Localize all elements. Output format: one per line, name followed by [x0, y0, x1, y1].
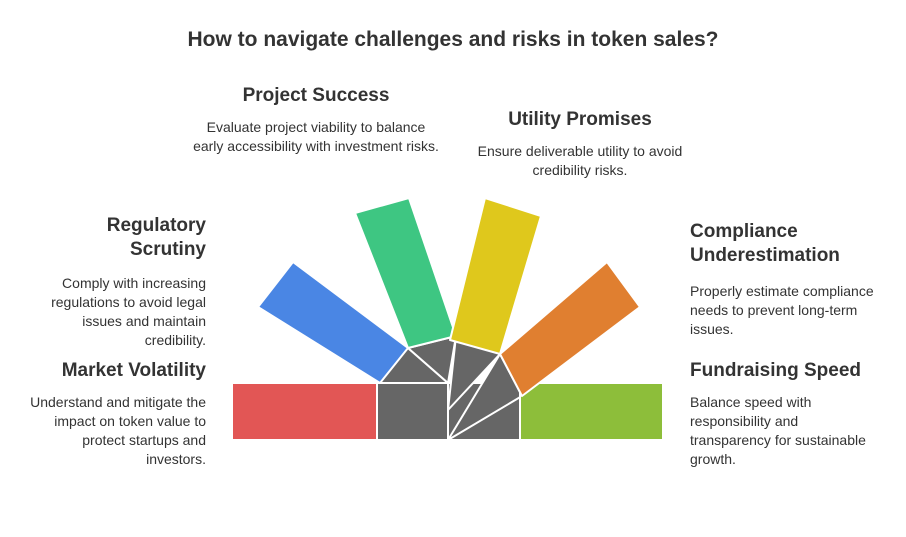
compliance-underestimation-description: Properly estimate compliance needs to pr… — [690, 283, 874, 337]
utility-promises-description: Ensure deliverable utility to avoid cred… — [477, 143, 683, 178]
blade-compliance-underestimation — [499, 261, 641, 397]
fundraising-speed-heading: Fundraising Speed — [690, 360, 862, 381]
utility-promises-heading: Utility Promises — [508, 109, 652, 130]
blade-fundraising-speed — [519, 382, 664, 441]
market-volatility-block: Market Volatility Understand and mitigat… — [20, 359, 206, 469]
project-success-block: Project Success Evaluate project viabili… — [190, 84, 442, 156]
hub-segment-market-volatility — [376, 382, 449, 441]
utility-promises-block: Utility Promises Ensure deliverable util… — [475, 108, 685, 180]
regulatory-scrutiny-block: Regulatory Scrutiny Comply with increasi… — [30, 214, 206, 350]
blade-market-volatility — [231, 382, 378, 441]
fan-hub — [376, 335, 523, 441]
fundraising-speed-block: Fundraising Speed Balance speed with res… — [690, 359, 870, 469]
regulatory-scrutiny-description: Comply with increasing regulations to av… — [51, 275, 206, 348]
diagram-title: How to navigate challenges and risks in … — [187, 28, 719, 51]
compliance-underestimation-block: Compliance Underestimation Properly esti… — [690, 220, 880, 339]
regulatory-scrutiny-heading: Regulatory Scrutiny — [106, 215, 206, 260]
fundraising-speed-description: Balance speed with responsibility and tr… — [690, 394, 866, 467]
market-volatility-description: Understand and mitigate the impact on to… — [30, 394, 206, 467]
market-volatility-heading: Market Volatility — [61, 360, 206, 381]
project-success-heading: Project Success — [242, 85, 390, 106]
compliance-underestimation-heading: Compliance Underestimation — [690, 221, 840, 266]
fan-blades — [231, 197, 664, 441]
project-success-description: Evaluate project viability to balance ea… — [193, 119, 439, 154]
